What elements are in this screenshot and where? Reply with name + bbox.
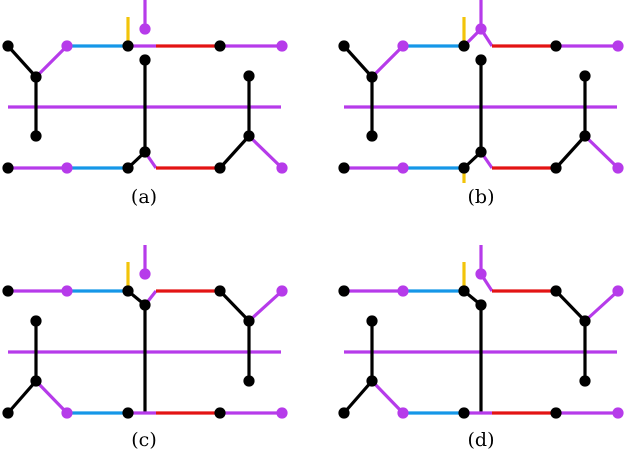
node-purple [61, 285, 73, 297]
caption-a: (a) [131, 186, 157, 208]
node-black [122, 40, 134, 52]
node-black [550, 40, 562, 52]
edge-purple [479, 273, 494, 292]
node-black [243, 130, 255, 142]
edge-purple [34, 44, 69, 79]
edge-purple [583, 289, 620, 323]
node-black [30, 315, 42, 327]
edge-black [554, 134, 587, 170]
node-purple [139, 268, 151, 280]
edge-black [6, 44, 38, 79]
node-black [30, 71, 42, 83]
node-black [579, 130, 591, 142]
node-black [579, 70, 591, 82]
node-black [475, 54, 487, 66]
node-black [243, 315, 255, 327]
edge-black [342, 379, 374, 415]
node-black [475, 146, 487, 158]
edge-black [218, 289, 251, 323]
node-black [366, 375, 378, 387]
caption-b: (b) [468, 186, 495, 208]
node-purple [475, 23, 487, 35]
node-purple [61, 40, 73, 52]
node-black [139, 146, 151, 158]
panel-a [2, 0, 288, 174]
node-purple [612, 285, 624, 297]
node-black [2, 407, 14, 419]
node-black [214, 407, 226, 419]
node-black [2, 162, 14, 174]
node-purple [397, 40, 409, 52]
node-black [2, 285, 14, 297]
node-black [366, 71, 378, 83]
edge-black [6, 379, 38, 415]
node-black [458, 162, 470, 174]
edge-purple [247, 134, 284, 170]
node-black [122, 285, 134, 297]
node-black [139, 54, 151, 66]
caption-d: (d) [468, 429, 495, 451]
node-black [338, 40, 350, 52]
node-purple [397, 407, 409, 419]
edge-purple [247, 289, 284, 323]
node-black [458, 40, 470, 52]
edge-purple [583, 134, 620, 170]
node-black [550, 285, 562, 297]
panel-b [338, 0, 624, 183]
node-purple [276, 40, 288, 52]
node-black [2, 40, 14, 52]
edge-black [554, 289, 587, 323]
node-black [122, 162, 134, 174]
node-black [243, 70, 255, 82]
node-black [122, 407, 134, 419]
node-purple [397, 285, 409, 297]
caption-c: (c) [131, 429, 156, 451]
edge-purple [34, 379, 69, 415]
node-black [550, 162, 562, 174]
edge-black [218, 134, 251, 170]
node-black [458, 285, 470, 297]
node-purple [139, 23, 151, 35]
node-purple [61, 162, 73, 174]
node-black [550, 407, 562, 419]
node-black [243, 375, 255, 387]
panel-d [338, 245, 624, 419]
edge-purple [370, 379, 405, 415]
node-black [366, 130, 378, 142]
node-purple [61, 407, 73, 419]
node-black [579, 315, 591, 327]
node-black [338, 407, 350, 419]
node-purple [397, 162, 409, 174]
node-black [30, 375, 42, 387]
node-purple [612, 162, 624, 174]
node-purple [276, 162, 288, 174]
node-black [475, 299, 487, 311]
edge-black [342, 44, 374, 79]
node-black [214, 285, 226, 297]
node-black [214, 40, 226, 52]
node-black [579, 375, 591, 387]
node-black [338, 162, 350, 174]
node-purple [612, 40, 624, 52]
panel-c [2, 245, 288, 419]
node-purple [276, 285, 288, 297]
node-black [139, 299, 151, 311]
node-purple [612, 407, 624, 419]
node-purple [276, 407, 288, 419]
edge-purple [370, 44, 405, 79]
node-black [338, 285, 350, 297]
node-black [366, 315, 378, 327]
node-black [458, 407, 470, 419]
node-black [214, 162, 226, 174]
node-black [30, 130, 42, 142]
